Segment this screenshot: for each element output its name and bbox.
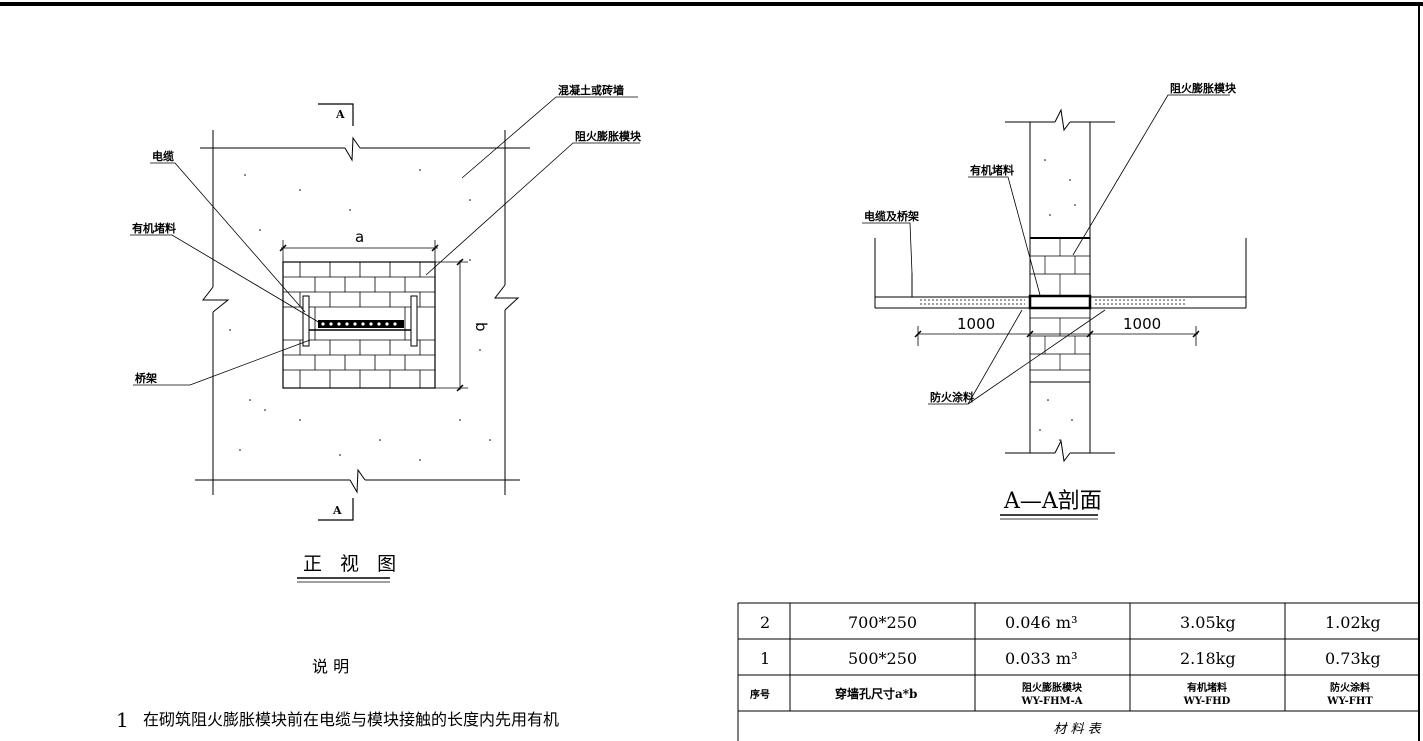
section-mark-top: A [335,108,345,121]
tray-sides [302,295,418,347]
label-cable: 电缆 [152,149,174,163]
notes-heading: 说 明 [312,657,349,676]
section-speckles [1039,159,1076,441]
section-mark-bottom: A [332,504,342,517]
table-grid [737,602,1419,741]
row2-no: 2 [760,613,770,632]
wall-outline [195,130,530,495]
row2-size: 700*250 [848,613,917,632]
front-view: A A [130,83,642,583]
leader-lines [130,96,640,386]
notes-section: 说 明 1 在砌筑阻火膨胀模块前在电缆与模块接触的长度内先用有机 [116,657,559,732]
material-table: 2 700*250 0.046 m³ 3.05kg 1.02kg 1 500*2… [737,602,1419,741]
front-view-title: 正 视 图 [303,553,402,575]
row1-size: 500*250 [848,649,917,668]
label-tray: 桥架 [135,371,157,385]
cable-tray-section [874,238,1247,310]
section-view-title: A—A剖面 [1003,489,1102,514]
note-1-number: 1 [116,708,129,732]
header-coating: 防火涂料 [1330,681,1370,694]
section-label-cable-tray: 电缆及桥架 [864,209,919,223]
dimension-lines [279,240,468,392]
row2-module: 0.046 m³ [1005,613,1077,632]
label-organic: 有机堵料 [132,221,176,235]
dimension-a: a [355,228,364,246]
cable-bundle [309,320,411,331]
section-label-coating: 防火涂料 [930,390,974,404]
row1-no: 1 [760,649,770,668]
header-no: 序号 [750,688,770,701]
dimension-b: b [472,322,490,332]
section-leaders [862,94,1230,405]
section-marks [318,103,354,521]
section-label-fire-module: 阻火膨胀模块 [1170,81,1237,95]
section-label-organic: 有机堵料 [970,163,1014,177]
section-dimensions [914,326,1200,346]
note-1-text: 在砌筑阻火膨胀模块前在电缆与模块接触的长度内先用有机 [143,710,559,729]
label-fire-module: 阻火膨胀模块 [575,129,642,143]
dimension-right-1000: 1000 [1123,315,1161,333]
section-view: 1000 1000 阻火膨胀模块 有机堵料 电缆及桥架 防火涂料 A—A剖面 [862,81,1247,520]
header-module-code: WY-FHM-A [1020,696,1082,707]
row2-coating: 1.02kg [1325,613,1381,632]
concrete-speckles [229,169,491,461]
header-size: 穿墙孔尺寸a*b [835,686,917,701]
header-module: 阻火膨胀模块 [1022,681,1083,694]
table-caption: 材 料 表 [1053,722,1102,737]
header-coating-code: WY-FHT [1326,696,1373,707]
row1-organic: 2.18kg [1180,649,1236,668]
header-organic-code: WY-FHD [1183,696,1231,707]
header-organic: 有机堵料 [1187,681,1227,694]
dimension-left-1000: 1000 [957,315,995,333]
row2-organic: 3.05kg [1180,613,1236,632]
row1-coating: 0.73kg [1325,649,1381,668]
row1-module: 0.033 m³ [1005,649,1077,668]
section-wall [1005,108,1115,463]
label-concrete-wall: 混凝土或砖墙 [558,83,624,97]
